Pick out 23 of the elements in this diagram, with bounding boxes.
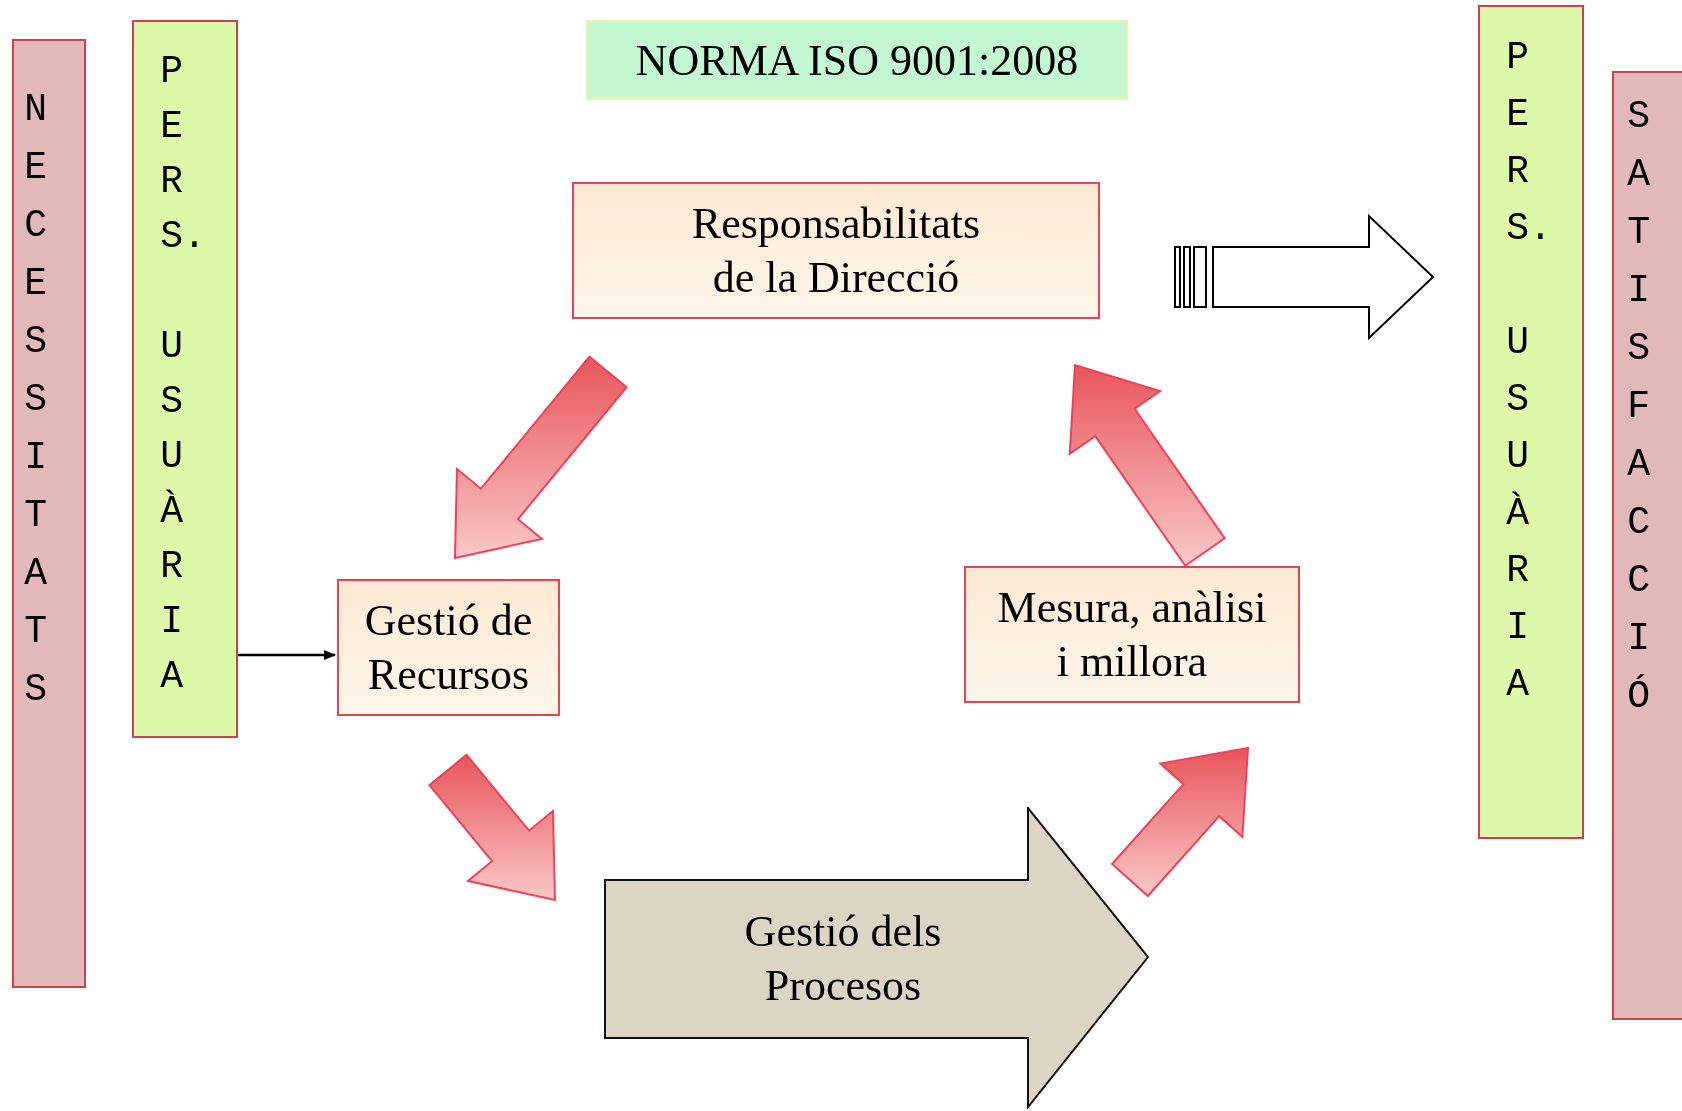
- block-arrow: [1110, 746, 1250, 898]
- title-box: NORMA ISO 9001:2008: [586, 20, 1128, 100]
- process-box: [964, 566, 1300, 703]
- block-arrow: [453, 355, 628, 560]
- vertical-label: PERS. USUÀRIA: [160, 49, 207, 700]
- block-arrow: [1174, 213, 1435, 341]
- block-arrow: [428, 753, 557, 902]
- vertical-label: SATISFACCIÓ: [1627, 94, 1652, 720]
- process-box: [337, 579, 560, 716]
- vertical-band: [1612, 71, 1682, 1020]
- box-label: Mesura, anàlisi i millora: [996, 581, 1268, 688]
- vertical-label: PERS. USUÀRIA: [1506, 35, 1553, 708]
- process-arrow-shape: [604, 807, 1150, 1109]
- vertical-band: [1478, 5, 1584, 839]
- arrow-label: Gestió dels Procesos: [743, 906, 943, 1012]
- process-box: [572, 182, 1100, 319]
- vertical-label: NECESSITATS: [24, 87, 49, 713]
- arrow: [238, 650, 336, 660]
- box-label: Gestió de Recursos: [363, 594, 534, 701]
- box-label: Responsabilitats de la Direcció: [690, 197, 982, 304]
- vertical-band: [12, 39, 86, 988]
- vertical-band: [132, 20, 238, 738]
- block-arrow: [1068, 363, 1227, 568]
